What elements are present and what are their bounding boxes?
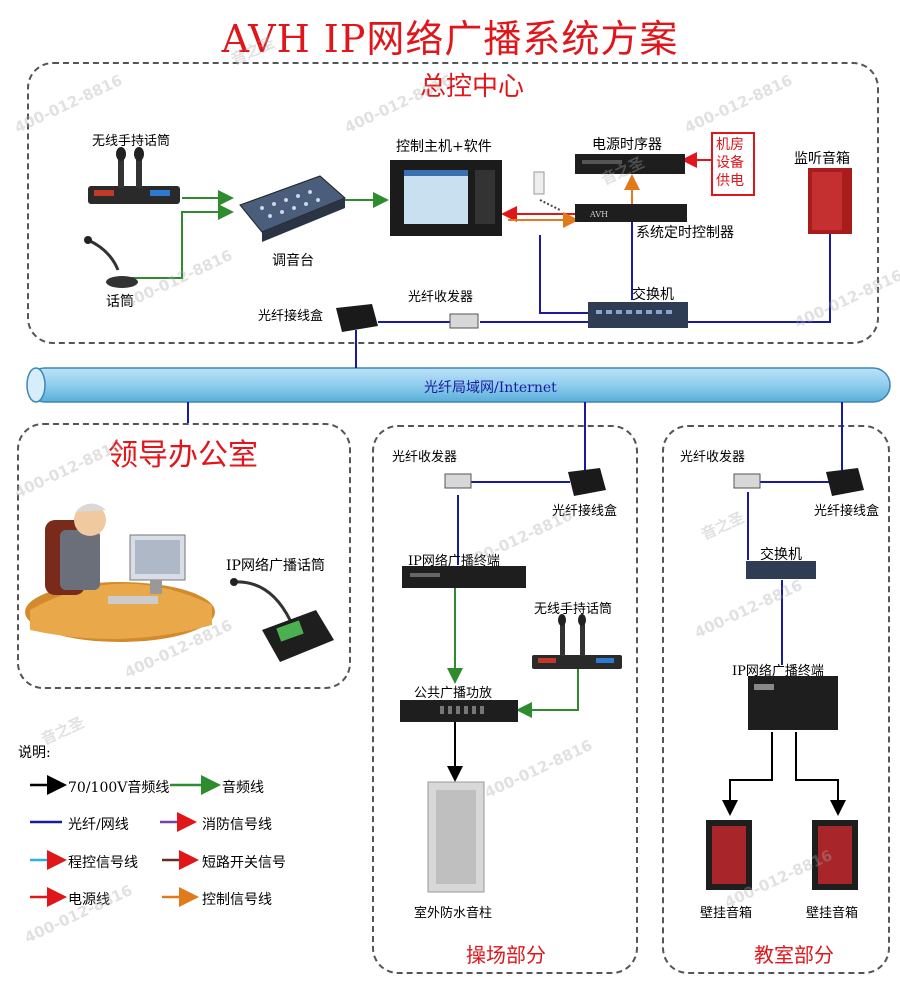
office-scene bbox=[25, 503, 215, 642]
control-center-region bbox=[27, 62, 879, 344]
label-pg-fiber-transceiver: 光纤收发器 bbox=[392, 450, 458, 465]
label-mic: 话筒 bbox=[106, 294, 134, 310]
label-pg-amp: 公共广播功放 bbox=[414, 686, 493, 701]
svg-text:AVH: AVH bbox=[589, 210, 608, 219]
pg-column-speaker bbox=[427, 781, 485, 893]
fiber-transceiver bbox=[449, 313, 479, 329]
cr-terminal bbox=[748, 676, 838, 730]
cr-wall-speaker-2 bbox=[812, 820, 858, 890]
label-cr-speaker1: 壁挂音箱 bbox=[700, 906, 753, 921]
wire-switch-monitor bbox=[688, 232, 831, 323]
pg-fiber-box bbox=[568, 468, 606, 496]
fiber-box bbox=[336, 304, 378, 332]
wire-mic-mixer bbox=[125, 204, 234, 279]
label-ip-mic: IP网络广播话筒 bbox=[226, 558, 325, 574]
wire-pg-mic-amp bbox=[516, 668, 579, 718]
pg-amp bbox=[400, 700, 518, 722]
wire-dotted-seq bbox=[539, 199, 561, 211]
office-region bbox=[17, 423, 351, 689]
label-mixer: 调音台 bbox=[272, 253, 314, 269]
legend-label-4: 程控信号线 bbox=[68, 855, 138, 871]
wire-cr-terminal-sp2 bbox=[795, 732, 846, 816]
pg-fiber-transceiver bbox=[444, 473, 472, 489]
label-pg-terminal: IP网络广播终端 bbox=[408, 554, 500, 569]
power-sequencer bbox=[575, 154, 685, 174]
legend-label-0: 70/100V音频线 bbox=[68, 780, 170, 796]
timer-controller: AVH bbox=[575, 204, 687, 222]
wireless-mic-receiver bbox=[88, 147, 180, 204]
playground-region bbox=[372, 425, 638, 974]
label-cr-fiber-box: 光纤接线盒 bbox=[814, 504, 880, 519]
label-cr-terminal: IP网络广播终端 bbox=[732, 664, 824, 679]
classroom-region bbox=[662, 425, 890, 974]
playground-title: 操场部分 bbox=[466, 943, 546, 967]
label-host: 控制主机+软件 bbox=[396, 139, 492, 155]
label-cr-fiber-transceiver: 光纤收发器 bbox=[680, 450, 746, 465]
label-timer: 系统定时控制器 bbox=[636, 225, 734, 241]
pg-terminal bbox=[402, 566, 526, 588]
network-label: 光纤局域网/Internet bbox=[424, 380, 557, 396]
ip-broadcast-mic bbox=[230, 578, 334, 662]
network-switch bbox=[588, 302, 688, 328]
legend-label-1: 音频线 bbox=[222, 780, 264, 796]
sms-module bbox=[533, 171, 545, 195]
label-cr-speaker2: 壁挂音箱 bbox=[806, 906, 859, 921]
cr-fiber-box bbox=[826, 468, 864, 496]
monitor-speaker bbox=[808, 168, 852, 234]
desk-mic bbox=[84, 236, 138, 288]
label-pg-fiber-box: 光纤接线盒 bbox=[552, 504, 618, 519]
legend-label-5: 短路开关信号 bbox=[202, 855, 286, 871]
label-wireless-mic: 无线手持话筒 bbox=[92, 134, 171, 149]
legend-label-3: 消防信号线 bbox=[202, 817, 272, 833]
label-room-power: 机房 设备 供电 bbox=[716, 137, 744, 189]
label-power-seq: 电源时序器 bbox=[592, 137, 662, 153]
office-title: 领导办公室 bbox=[108, 438, 258, 473]
cr-wall-speaker-1 bbox=[706, 820, 752, 890]
legend-label-2: 光纤/网线 bbox=[68, 817, 129, 833]
label-pg-speaker: 室外防水音柱 bbox=[414, 906, 493, 921]
label-fiber-box: 光纤接线盒 bbox=[258, 309, 324, 324]
wire-host-switch bbox=[539, 235, 588, 314]
legend-label-6: 电源线 bbox=[68, 892, 110, 908]
label-monitor: 监听音箱 bbox=[794, 151, 850, 167]
cr-switch bbox=[746, 561, 816, 579]
legend-heading: 说明: bbox=[18, 745, 51, 761]
legend-label-7: 控制信号线 bbox=[202, 892, 272, 908]
control-center-title: 总控中心 bbox=[420, 72, 525, 102]
page-title: AVH IP网络广播系统方案 bbox=[221, 17, 679, 61]
label-switch: 交换机 bbox=[632, 287, 674, 303]
label-cr-switch: 交换机 bbox=[760, 547, 802, 563]
wire-cr-terminal-sp1 bbox=[722, 732, 773, 816]
label-pg-wireless-mic: 无线手持话筒 bbox=[534, 602, 613, 617]
cr-fiber-transceiver bbox=[733, 473, 761, 489]
classroom-title: 教室部分 bbox=[754, 943, 834, 967]
control-host-rack bbox=[390, 160, 502, 236]
pg-wireless-mic bbox=[532, 614, 622, 669]
label-fiber-transceiver: 光纤收发器 bbox=[408, 290, 474, 305]
mixer bbox=[239, 175, 346, 242]
room-power-box bbox=[711, 132, 755, 196]
